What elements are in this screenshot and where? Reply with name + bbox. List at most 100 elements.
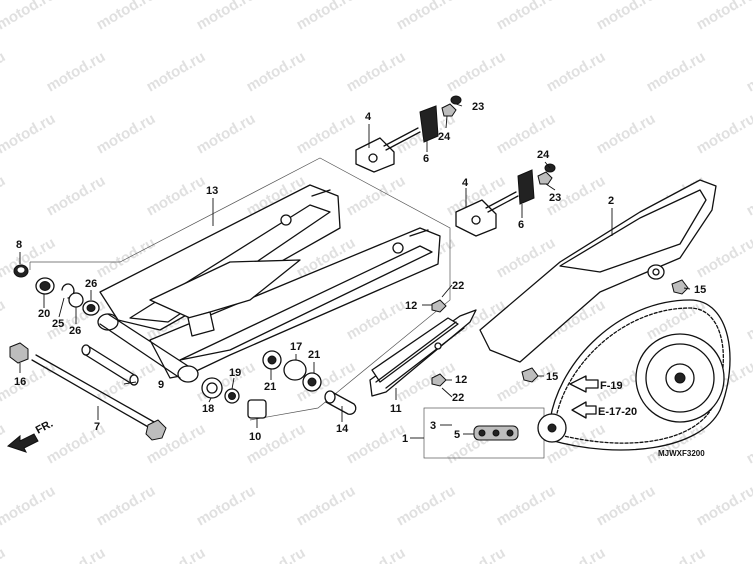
bearing-17 xyxy=(262,350,322,392)
watermark-text: motod.ru xyxy=(0,482,58,529)
collar-10 xyxy=(247,399,267,419)
nut-16 xyxy=(9,342,29,364)
chain-slider xyxy=(369,309,477,397)
label-20: 20 xyxy=(38,308,50,320)
label-9: 9 xyxy=(158,379,164,391)
watermark-text: motod.ru xyxy=(744,544,753,564)
label-21a: 21 xyxy=(264,381,276,393)
watermark-text: motod.ru xyxy=(44,48,109,95)
watermark-text: motod.ru xyxy=(444,48,509,95)
watermark-text: motod.ru xyxy=(594,482,659,529)
leader-lines xyxy=(19,103,691,435)
watermark-text: motod.ru xyxy=(0,544,8,564)
watermark-text: motod.ru xyxy=(544,544,609,564)
label-21b: 21 xyxy=(308,349,320,361)
watermark-text: motod.ru xyxy=(0,172,8,219)
collar-14 xyxy=(324,390,357,415)
label-6a: 6 xyxy=(423,153,429,165)
watermark-text: motod.ru xyxy=(144,172,209,219)
front-direction-arrow xyxy=(6,433,39,453)
label-22b: 22 xyxy=(452,392,464,404)
watermark-text: motod.ru xyxy=(394,0,459,33)
watermark-text: motod.ru xyxy=(194,482,259,529)
diagram-code: MJWXF3200 xyxy=(658,449,705,458)
chain-adjuster-lower xyxy=(455,163,556,237)
watermark-text: motod.ru xyxy=(344,172,409,219)
label-3: 3 xyxy=(430,420,436,432)
label-12a: 12 xyxy=(405,300,417,312)
part-number-labels: 8 20 25 26 26 16 7 9 13 18 19 10 17 21 2… xyxy=(14,101,706,445)
label-4a: 4 xyxy=(365,111,372,123)
watermark-text: motod.ru xyxy=(644,420,709,467)
label-6b: 6 xyxy=(518,219,524,231)
watermark-text: motod.ru xyxy=(744,420,753,467)
watermark-text: motod.ru xyxy=(144,48,209,95)
watermark-text: motod.ru xyxy=(594,110,659,157)
watermark-text: motod.ru xyxy=(694,482,753,529)
label-19: 19 xyxy=(229,367,241,379)
pivot-bolt-7 xyxy=(31,354,167,441)
chain-joint-link xyxy=(473,425,519,441)
watermark-text: motod.ru xyxy=(544,48,609,95)
label-13: 13 xyxy=(206,185,218,197)
watermark-text: motod.ru xyxy=(444,544,509,564)
label-26a: 26 xyxy=(69,325,81,337)
watermark-text: motod.ru xyxy=(194,110,259,157)
watermark-text: motod.ru xyxy=(294,110,359,157)
watermark-text: motod.ru xyxy=(0,234,58,281)
watermark-text: motod.ru xyxy=(94,110,159,157)
pivot-collar-9 xyxy=(81,344,139,386)
watermark-text: motod.ru xyxy=(244,48,309,95)
label-16: 16 xyxy=(14,376,26,388)
watermark-text: motod.ru xyxy=(744,48,753,95)
watermark-text: motod.ru xyxy=(94,482,159,529)
seal-26 xyxy=(68,292,100,316)
label-26b: 26 xyxy=(85,278,97,290)
label-1: 1 xyxy=(402,433,408,445)
label-11: 11 xyxy=(390,403,402,415)
label-8: 8 xyxy=(16,239,22,251)
label-10: 10 xyxy=(249,431,261,443)
bearing-18 xyxy=(201,377,223,399)
chain-adjuster-upper xyxy=(355,95,462,173)
watermark-text: motod.ru xyxy=(0,110,58,157)
watermark-text: motod.ru xyxy=(0,358,58,405)
watermark-text: motod.ru xyxy=(94,0,159,33)
watermark-text: motod.ru xyxy=(644,544,709,564)
watermark-text: motod.ru xyxy=(194,0,259,33)
swingarm-assembly-frame xyxy=(29,157,451,421)
watermark-text: motod.ru xyxy=(694,110,753,157)
seal-19 xyxy=(224,388,240,404)
ref-e1720-label: E-17-20 xyxy=(598,406,637,418)
collar-8 xyxy=(13,264,29,278)
watermark-text: motod.ru xyxy=(344,544,409,564)
label-18: 18 xyxy=(202,403,214,415)
watermark-text: motod.ru xyxy=(244,420,309,467)
watermark-text: motod.ru xyxy=(0,420,8,467)
label-4b: 4 xyxy=(462,177,469,189)
watermark-text: motod.ru xyxy=(0,0,58,33)
watermark-text: motod.ru xyxy=(244,544,309,564)
watermark-text: motod.ru xyxy=(494,482,559,529)
watermark-text: motod.ru xyxy=(0,48,8,95)
label-17: 17 xyxy=(290,341,302,353)
watermark-text: motod.ru xyxy=(344,48,409,95)
label-14: 14 xyxy=(336,423,349,435)
watermark-text: motod.ru xyxy=(594,0,659,33)
watermark-text: motod.ru xyxy=(44,544,109,564)
watermark-text: motod.ru xyxy=(694,0,753,33)
label-15b: 15 xyxy=(546,371,558,383)
watermark-text: motod.ru xyxy=(344,296,409,343)
watermark-text: motod.ru xyxy=(644,48,709,95)
watermark-text: motod.ru xyxy=(294,0,359,33)
bolt-12-22 xyxy=(431,299,447,387)
label-24a: 24 xyxy=(438,131,451,143)
watermark-text: motod.ru xyxy=(694,234,753,281)
watermark-text: motod.ru xyxy=(494,0,559,33)
watermark-text: motod.ru xyxy=(744,296,753,343)
label-23b: 23 xyxy=(549,192,561,204)
label-15a: 15 xyxy=(694,284,706,296)
watermark-text: motod.ru xyxy=(294,482,359,529)
